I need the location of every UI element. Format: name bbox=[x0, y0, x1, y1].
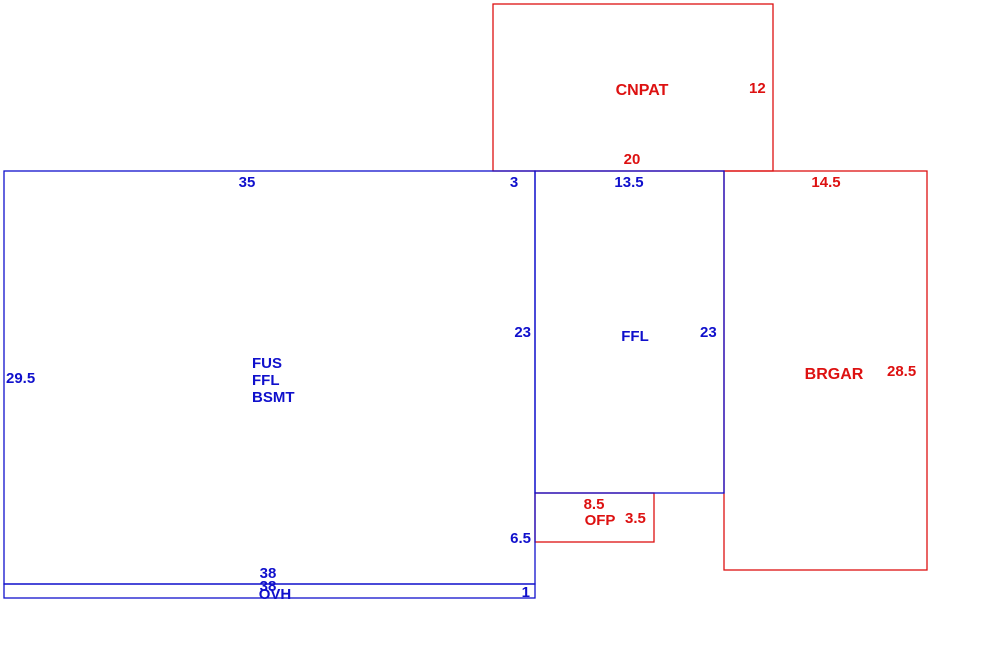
main-dim-top-short: 3 bbox=[510, 174, 518, 191]
ovh-code: OVH bbox=[259, 586, 292, 603]
ovh-dim-right: 1 bbox=[522, 584, 530, 601]
ovh-dim-top: 38 bbox=[260, 578, 277, 595]
garage-dim-right: 28.5 bbox=[887, 363, 916, 380]
garage-code: BRGAR bbox=[805, 366, 864, 383]
main-dim-right-lower: 6.5 bbox=[510, 530, 531, 547]
ofp-code: OFP bbox=[585, 512, 616, 529]
ffl-wing-code: FFL bbox=[621, 328, 649, 345]
main-code-line-3: BSMT bbox=[252, 389, 295, 406]
garage-dim-top: 14.5 bbox=[811, 174, 840, 191]
ofp-dim-top: 8.5 bbox=[584, 496, 605, 513]
main-dim-left: 29.5 bbox=[6, 370, 35, 387]
cnpat-dim-right: 12 bbox=[749, 80, 766, 97]
ovh-outline bbox=[3, 583, 536, 599]
ffl-wing-dim-top: 13.5 bbox=[614, 174, 643, 191]
cnpat-code: CNPAT bbox=[616, 82, 669, 99]
main-code-line-1: FUS bbox=[252, 355, 282, 372]
main-dim-bottom: 38 bbox=[260, 565, 277, 582]
ffl-wing-outline bbox=[534, 170, 725, 494]
main-dim-top-long: 35 bbox=[239, 174, 256, 191]
cnpat-dim-bottom: 20 bbox=[624, 151, 641, 168]
main-dim-right-upper: 23 bbox=[514, 324, 531, 341]
ffl-wing-dim-right: 23 bbox=[700, 324, 717, 341]
main-code-line-2: FFL bbox=[252, 372, 280, 389]
ofp-dim-right: 3.5 bbox=[625, 510, 646, 527]
